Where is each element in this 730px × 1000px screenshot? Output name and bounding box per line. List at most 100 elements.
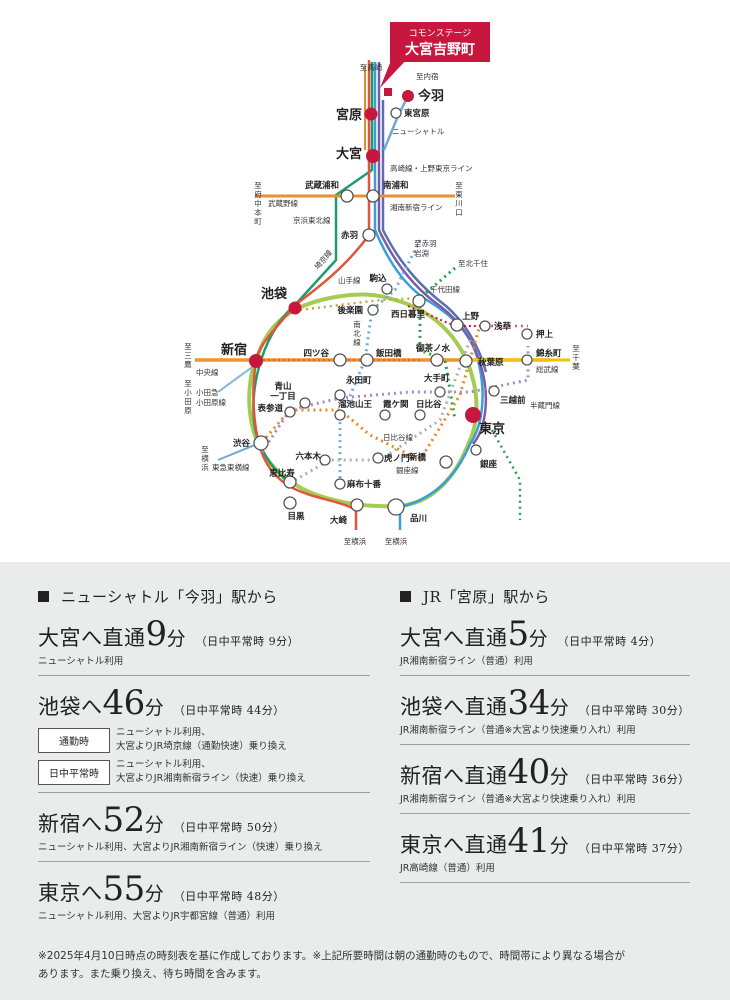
label-imahane: 今羽 [417, 88, 444, 104]
label-shimbashi: 新橋 [409, 452, 427, 463]
minutes-unit: 分 [549, 766, 569, 788]
station-dot-omiya [366, 149, 380, 163]
footnote-line2: あります。また乗り換え、待ち時間を含みます。 [38, 968, 267, 980]
daytime-subrow: 日中平常時 ニューシャトル利用、 大宮よりJR湘南新宿ライン（快速）乗り換え [38, 758, 370, 786]
station-dot-miyahara [364, 107, 378, 121]
station-dot-imahane [402, 90, 414, 102]
label-chiyoda: 千代田線 [430, 284, 460, 294]
daytime-note: （日中平常時 9分） [195, 635, 300, 648]
route-desc: JR湘南新宿ライン（普通）利用 [400, 656, 533, 667]
station-dot-ebisu [283, 475, 297, 489]
label-meguro: 目黒 [287, 511, 305, 522]
daytime-note: （日中平常時 36分） [578, 773, 690, 786]
miyahara-column: JR「宮原」駅から 大宮へ直通 5 分 （日中平常時 4分） JR湘南新宿ライン… [400, 562, 692, 883]
label-to-yokohama1-b: 横 [201, 453, 209, 463]
minutes-value: 34 [507, 683, 551, 723]
label-sobu: 総武線 [536, 364, 559, 374]
label-to-higashikawaguchi-c: 川 [455, 199, 463, 208]
label-to-higashikawaguchi-a: 至 [455, 181, 463, 190]
dest-label: 池袋へ直通 [400, 695, 508, 719]
minutes-value: 9 [145, 614, 168, 654]
label-to-fuchu-d: 本 [254, 207, 262, 217]
station-dot-ginza [470, 444, 482, 456]
station-dot-tokyo [465, 407, 481, 423]
label-musashiurawa: 武蔵浦和 [305, 180, 339, 191]
label-hibiya: 日比谷 [416, 399, 442, 410]
route-desc: ニューシャトル利用、大宮よりJR湘南新宿ライン（快速）乗り換え [38, 842, 323, 853]
label-ochanomizu: 御茶ノ水 [415, 343, 451, 354]
label-odakyu-a: 小田急 [196, 387, 219, 397]
station-dot-tameikesanno [334, 409, 346, 421]
route-desc-line2: 大宮よりJR湘南新宿ライン（快速）乗り換え [116, 773, 306, 784]
tokyo-to-south [490, 429, 522, 520]
dest-label: 東京へ直通 [400, 833, 508, 857]
label-iidabashi: 飯田橋 [375, 348, 402, 359]
label-kasumigaseki: 霞ケ関 [383, 399, 409, 410]
label-chuo: 中央線 [196, 367, 219, 377]
route-desc: JR湘南新宿ライン（普通※大宮より快速乗り入れ）利用 [400, 725, 636, 736]
entry-imahane-omiya: 大宮へ直通 9 分 （日中平常時 9分） ニューシャトル利用 [38, 615, 370, 676]
station-dot-kinshicho [521, 354, 533, 366]
dest-label: 新宿へ [38, 812, 103, 836]
label-to-yokohama2: 至横浜 [344, 536, 367, 546]
station-dot-shimbashi [439, 455, 453, 469]
daytime-note: （日中平常時 4分） [557, 635, 662, 648]
station-dot-meguro [283, 496, 297, 510]
minutes-value: 46 [102, 683, 146, 723]
entry-miyahara-ikebukuro: 池袋へ直通 34 分 （日中平常時 30分） JR湘南新宿ライン（普通※大宮より… [400, 684, 690, 745]
commute-subrow: 通勤時 ニューシャトル利用、 大宮よりJR埼京線（通勤快速）乗り換え [38, 726, 370, 754]
label-otemachi: 大手町 [424, 373, 450, 384]
label-to-fuchu-c: 中 [254, 198, 262, 208]
dest-label: 池袋へ [38, 695, 103, 719]
label-takasaki-ueno: 高崎線・上野東京ライン [390, 163, 473, 173]
miyahara-heading: JR「宮原」駅から [400, 586, 692, 607]
chiyoda-line [418, 266, 457, 421]
route-desc-line1: ニューシャトル利用、 [116, 727, 211, 738]
label-hibiya-line: 日比谷線 [383, 432, 413, 442]
daytime-note: （日中平常時 37分） [578, 842, 690, 855]
label-saikyo: 埼京線 [312, 247, 334, 271]
square-bullet-icon [38, 591, 49, 602]
entry-imahane-shinjuku: 新宿へ 52 分 （日中平常時 50分） ニューシャトル利用、大宮よりJR湘南新… [38, 801, 370, 862]
label-asakusa: 浅草 [494, 321, 512, 332]
footnote-line1: ※2025年4月10日時点の時刻表を基に作成しております。※上記所要時間は朝の通… [38, 950, 626, 962]
station-dot-aoyama [299, 397, 311, 409]
label-yamanote: 山手線 [338, 275, 361, 285]
dest-label: 大宮へ直通 [400, 626, 508, 650]
station-dot-minamiurawa [366, 189, 380, 203]
station-dot-hibiya [414, 409, 426, 421]
daytime-note: （日中平常時 48分） [173, 890, 285, 903]
minutes-value: 41 [507, 821, 551, 861]
label-to-fuchu-e: 町 [254, 217, 262, 226]
route-desc: ニューシャトル利用、大宮よりJR宇都宮線（普通）利用 [38, 911, 276, 922]
daytime-tag: 日中平常時 [38, 759, 110, 785]
label-to-yokohama3: 至横浜 [385, 536, 408, 546]
daytime-note: （日中平常時 30分） [578, 704, 690, 717]
label-toranomon: 虎ノ門 [384, 453, 410, 464]
label-to-kitasenju: 至北千住 [458, 258, 488, 268]
label-miyahara: 宮原 [336, 107, 362, 123]
station-dot-shibuya [253, 435, 269, 451]
label-azabujuban: 麻布十番 [346, 479, 382, 490]
label-shonan-shinjuku: 湘南新宿ライン [390, 202, 443, 212]
label-to-mitaka-a: 至 [184, 342, 192, 351]
commute-tag: 通勤時 [38, 727, 110, 753]
minutes-value: 55 [102, 869, 146, 909]
label-nagatacho: 永田町 [345, 375, 372, 386]
station-dot-ueno [450, 318, 464, 332]
label-kourakuen: 後楽園 [337, 305, 363, 316]
label-hanzomon: 半蔵門線 [530, 400, 560, 410]
label-toyoko: 東急東横線 [212, 462, 250, 472]
label-to-chiba-c: 葉 [572, 361, 580, 371]
label-mitsukoshimae: 三越前 [500, 395, 526, 406]
footnote: ※2025年4月10日時点の時刻表を基に作成しております。※上記所要時間は朝の通… [38, 947, 698, 983]
access-info-panel: ニューシャトル「今羽」駅から 大宮へ直通 9 分 （日中平常時 9分） ニューシ… [0, 562, 730, 1000]
property-callout [390, 22, 490, 62]
route-desc: JR湘南新宿ライン（普通※大宮より快速乗り入れ）利用 [400, 794, 636, 805]
entry-miyahara-tokyo: 東京へ直通 41 分 （日中平常時 37分） JR高崎線（普通）利用 [400, 822, 690, 883]
minutes-unit: 分 [166, 628, 186, 650]
minutes-unit: 分 [549, 835, 569, 857]
label-shinjuku: 新宿 [221, 342, 247, 358]
label-osaki: 大崎 [330, 515, 348, 526]
station-dot-shinjuku [249, 354, 263, 368]
